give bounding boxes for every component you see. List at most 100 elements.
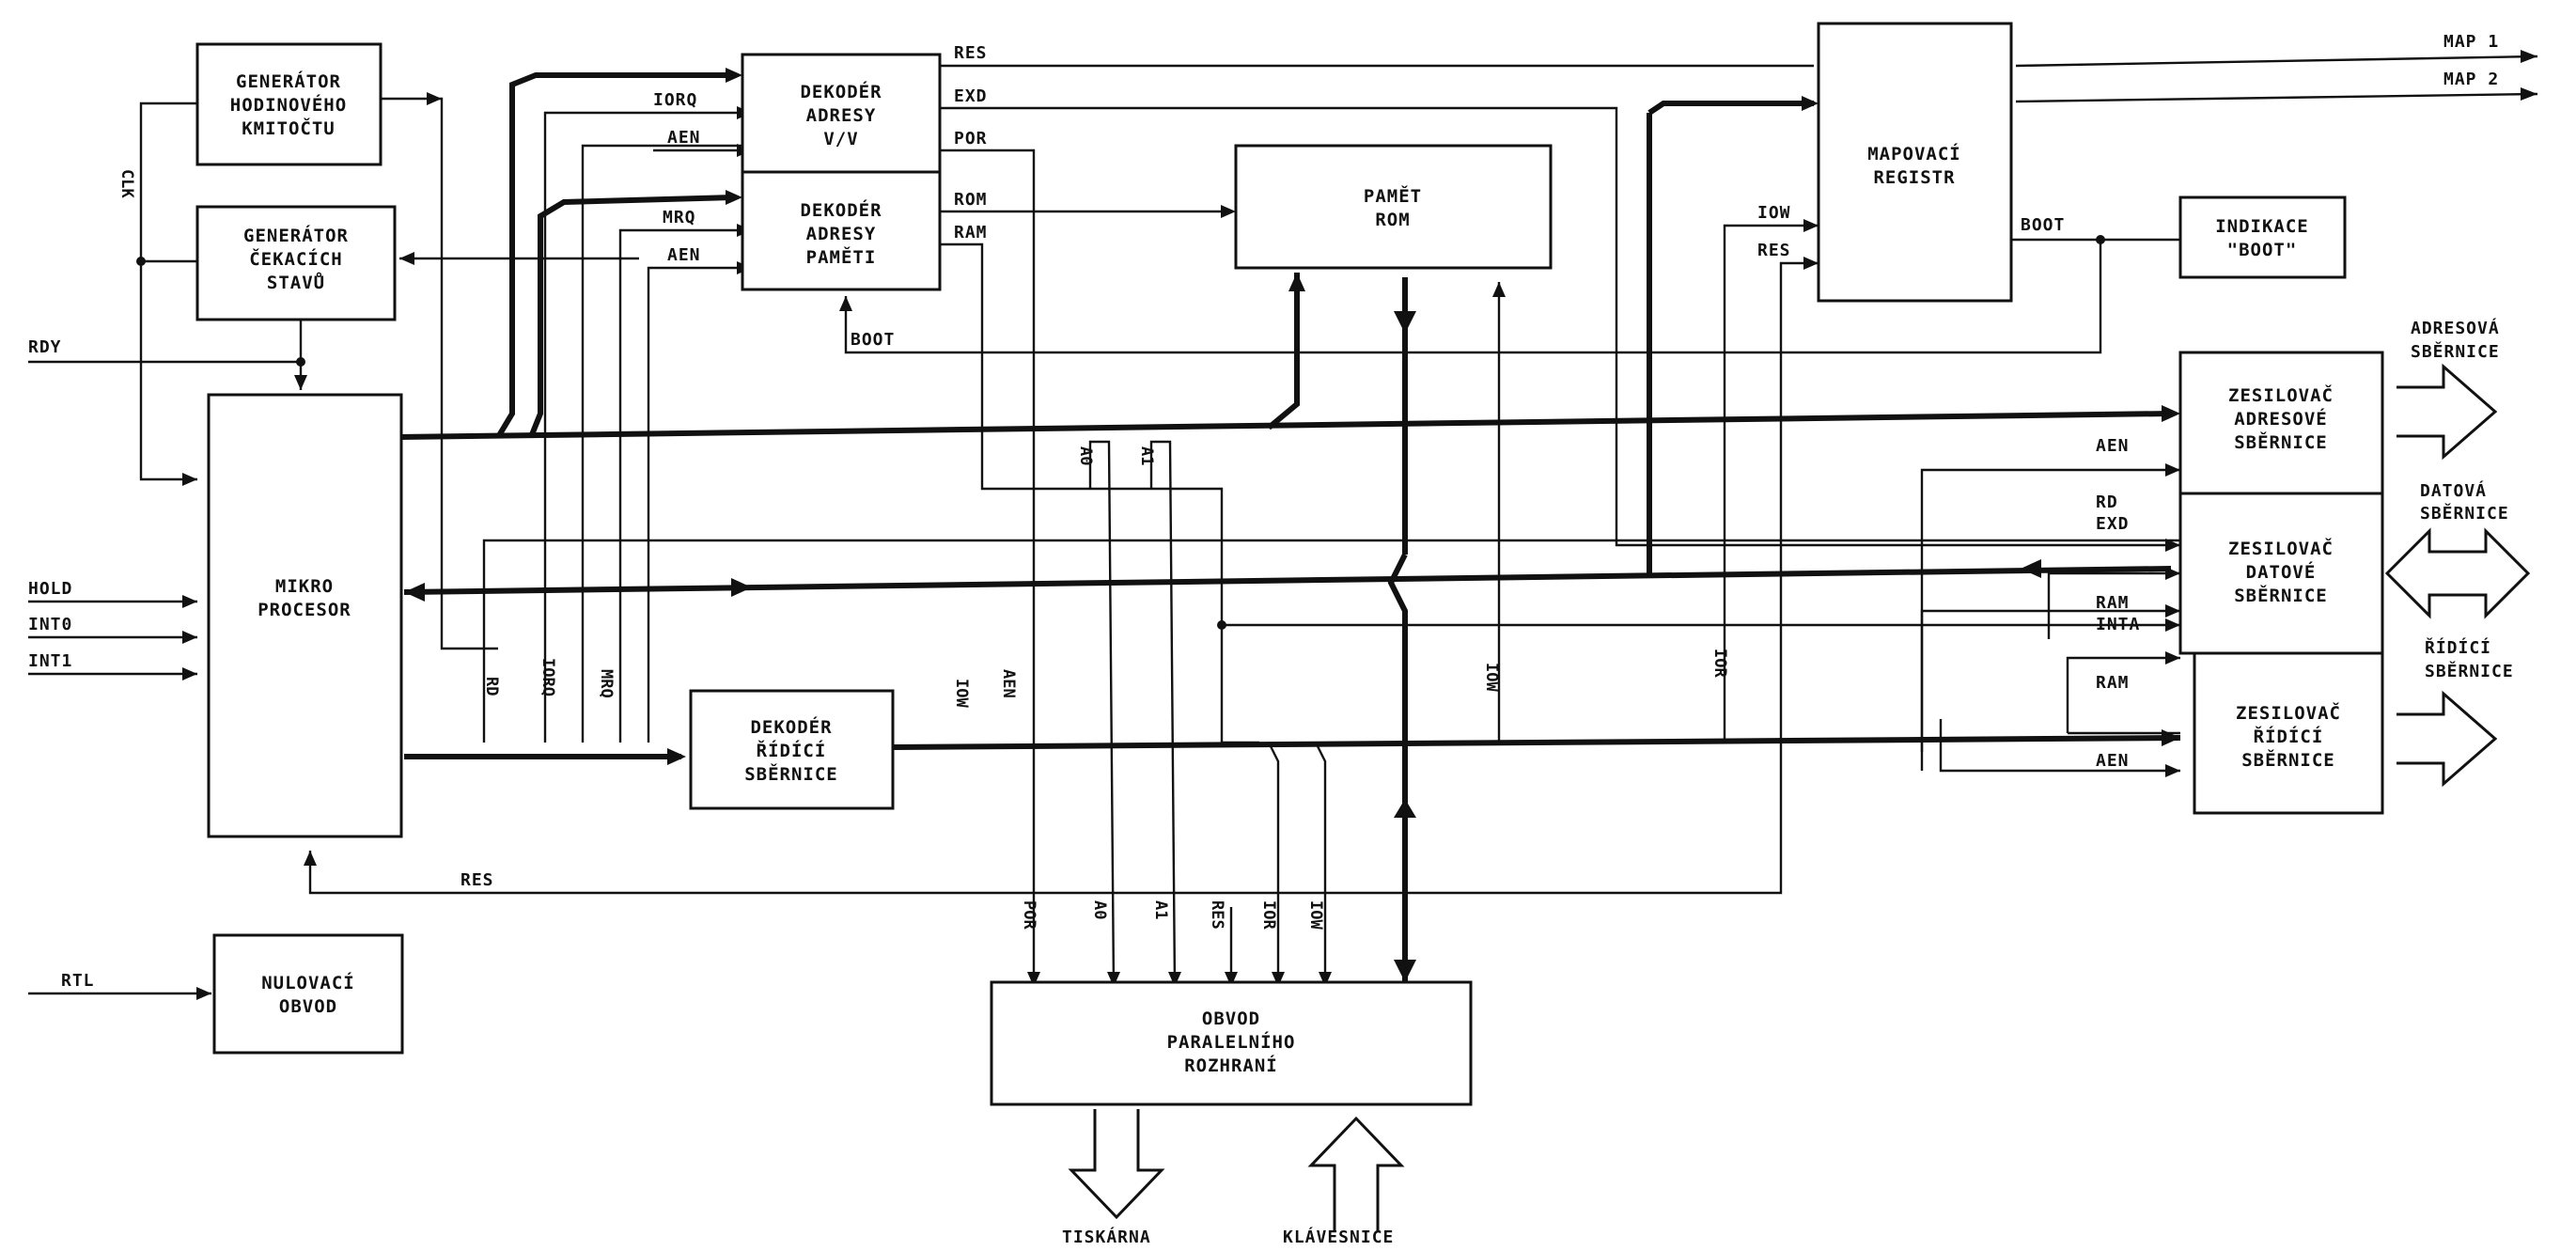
external-bus-arrows	[1068, 363, 2531, 1231]
block-gen-cekacich	[195, 205, 397, 321]
plabel-a1: A1	[1151, 900, 1170, 919]
block-zes-adr-line2: ADRESOVÉ	[2234, 408, 2328, 430]
block-dek-ridici-line2: ŘÍDÍCÍ	[757, 739, 827, 761]
block-mikroprocesor	[207, 393, 403, 838]
label-map2: MAP 2	[2443, 70, 2499, 89]
block-paralelni-line1: OBVOD	[1202, 1009, 1260, 1029]
block-zes-rid-line1: ZESILOVAČ	[2236, 701, 2341, 724]
block-dek-vv-line1: DEKODÉR	[800, 81, 882, 102]
label-rom: ROM	[954, 190, 988, 210]
label-ram: RAM	[954, 223, 988, 242]
block-dek-vv-line3: V/V	[823, 129, 858, 149]
block-gen-cekacich-line2: ČEKACÍCH	[249, 247, 343, 270]
block-dek-ridici-line3: SBĚRNICE	[744, 763, 838, 785]
block-zes-dat-line2: DATOVÉ	[2246, 561, 2317, 583]
block-dek-ridici-line1: DEKODÉR	[750, 716, 832, 738]
block-indikace	[2178, 195, 2347, 279]
signal-wires	[28, 55, 2538, 995]
block-dek-pameti-line3: PAMĚTI	[806, 246, 877, 268]
block-gen-hodin-line3: KMITOČTU	[242, 117, 336, 139]
vlabel-mrq: MRQ	[597, 669, 616, 698]
block-indikace-line2: "BOOT"	[2227, 240, 2298, 260]
plabel-por: POR	[1020, 900, 1038, 930]
label-boot-right: BOOT	[2021, 215, 2065, 235]
label-adresova-1: ADRESOVÁ	[2411, 318, 2500, 338]
block-dek-pameti-line1: DEKODÉR	[800, 199, 882, 221]
label-rd-dat: RD	[2096, 493, 2118, 512]
vlabel-a1-mid: A1	[1137, 446, 1156, 465]
block-gen-hodin-line1: GENERÁTOR	[236, 70, 341, 92]
label-por-top: POR	[954, 129, 988, 149]
label-inta-dat: INTA	[2096, 615, 2140, 634]
label-res-map: RES	[1757, 241, 1791, 260]
vlabel-a0-mid: A0	[1076, 446, 1095, 465]
label-rtl: RTL	[61, 971, 95, 991]
block-indikace-line1: INDIKACE	[2215, 216, 2309, 237]
block-mapovaci-line2: REGISTR	[1873, 167, 1955, 188]
arrowheads	[182, 50, 2537, 1000]
block-dek-ridici	[689, 689, 895, 810]
label-datova-2: SBĚRNICE	[2420, 503, 2509, 524]
vlabel-rd: RD	[482, 677, 501, 696]
vlabel-iorq: IORQ	[539, 658, 557, 696]
label-aen-adr: AEN	[2096, 436, 2130, 456]
block-zes-rid-line3: SBĚRNICE	[2241, 749, 2335, 771]
signal-labels: RDY HOLD INT0 INT1 RTL CLK MAP 1 MAP 2 A…	[28, 32, 2514, 1247]
block-zes-dat	[2178, 492, 2384, 655]
block-zes-adr-line3: SBĚRNICE	[2234, 431, 2328, 453]
vlabel-iow-cpu: IOW	[952, 679, 971, 708]
label-ridici-2: SBĚRNICE	[2425, 661, 2514, 681]
label-klavesnice: KLÁVESNICE	[1283, 1227, 1394, 1247]
label-clk: CLK	[117, 169, 136, 198]
block-nulovaci	[212, 933, 404, 1055]
block-gen-hodin	[195, 42, 382, 166]
block-rom	[1234, 144, 1553, 270]
label-int0: INT0	[28, 615, 72, 634]
label-map1: MAP 1	[2443, 32, 2499, 52]
plabel-a0: A0	[1090, 900, 1109, 919]
label-tiskarna: TISKÁRNA	[1062, 1227, 1151, 1247]
label-res-bottom: RES	[461, 870, 494, 890]
vlabel-aen-cpu: AEN	[999, 669, 1018, 698]
vlabel-iow-mid: IOW	[1482, 663, 1501, 692]
label-rdy: RDY	[28, 337, 62, 357]
block-paralelni	[990, 980, 1473, 1106]
label-exd-dat: EXD	[2096, 514, 2130, 534]
block-zes-adr-line1: ZESILOVAČ	[2228, 383, 2334, 406]
block-paralelni-line2: PARALELNÍHO	[1167, 1031, 1296, 1053]
label-aen-rid: AEN	[2096, 751, 2130, 771]
plabel-iow: IOW	[1306, 900, 1325, 930]
block-dek-vv	[741, 53, 942, 174]
label-aen1: AEN	[667, 128, 701, 148]
label-iorq: IORQ	[653, 90, 697, 110]
block-gen-cekacich-line3: STAVŮ	[267, 271, 325, 293]
block-nulovaci-line2: OBVOD	[279, 996, 337, 1017]
label-ram-rid: RAM	[2096, 673, 2130, 693]
plabel-ior: IOR	[1259, 900, 1278, 930]
block-dek-pameti-line2: ADRESY	[806, 224, 877, 244]
block-nulovaci-line1: NULOVACÍ	[261, 972, 355, 993]
label-boot-mid: BOOT	[851, 330, 895, 350]
block-dek-vv-line2: ADRESY	[806, 105, 877, 126]
block-zes-dat-line1: ZESILOVAČ	[2228, 537, 2334, 559]
label-exd-top: EXD	[954, 86, 988, 106]
label-iow-map: IOW	[1757, 203, 1791, 223]
block-rom-line2: ROM	[1375, 210, 1410, 230]
label-ridici-1: ŘÍDÍCÍ	[2425, 637, 2491, 658]
label-ram-dat: RAM	[2096, 593, 2130, 613]
label-datova-1: DATOVÁ	[2420, 480, 2487, 501]
label-hold: HOLD	[28, 579, 72, 599]
block-dek-pameti	[741, 170, 942, 291]
label-aen2: AEN	[667, 245, 701, 265]
block-mikroprocesor-line2: PROCESOR	[258, 600, 351, 620]
block-mapovaci	[1817, 22, 2013, 303]
block-zes-dat-line3: SBĚRNICE	[2234, 585, 2328, 606]
block-gen-cekacich-line1: GENERÁTOR	[243, 225, 349, 246]
label-adresova-2: SBĚRNICE	[2411, 341, 2500, 362]
buses	[398, 72, 2181, 982]
block-zes-rid	[2193, 651, 2384, 815]
block-paralelni-line3: ROZHRANÍ	[1184, 1055, 1278, 1076]
block-mikroprocesor-line1: MIKRO	[275, 576, 334, 597]
block-zes-rid-line2: ŘÍDÍCÍ	[2254, 725, 2324, 747]
